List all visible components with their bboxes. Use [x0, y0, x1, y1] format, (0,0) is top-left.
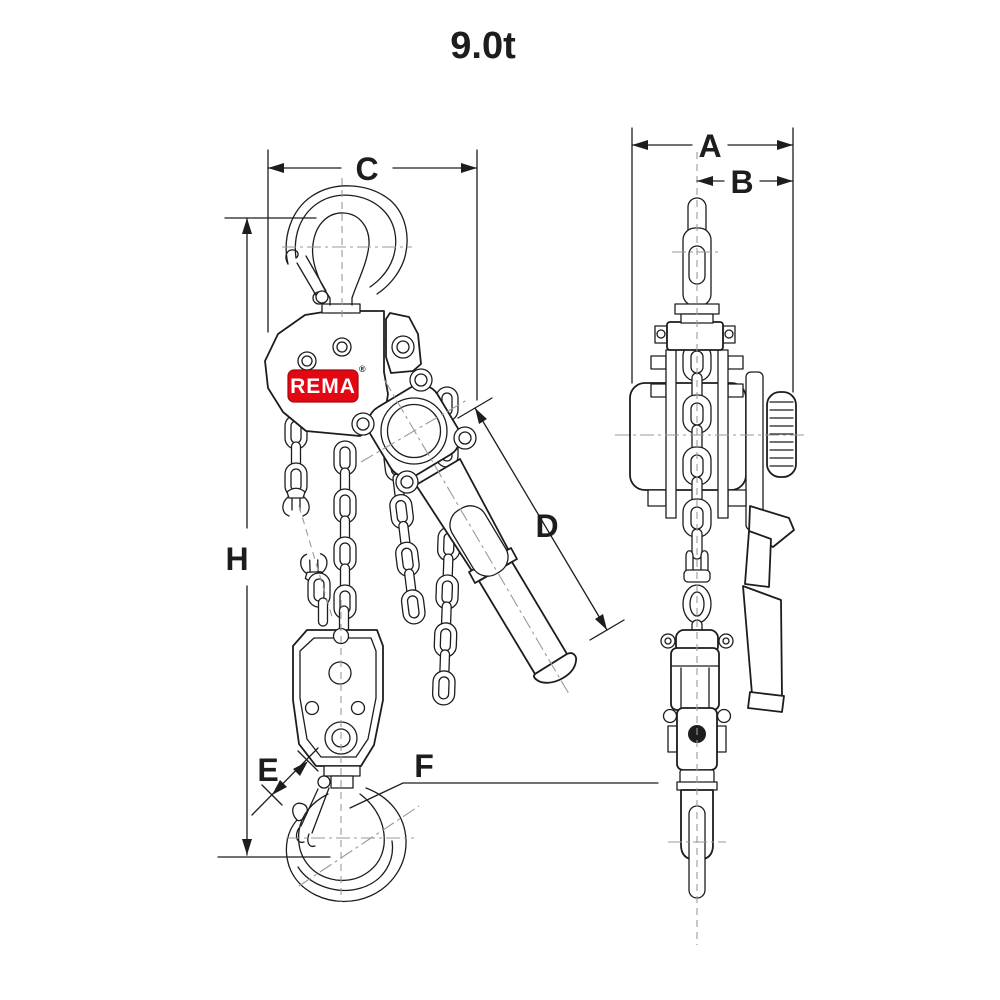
chain-strand-slack-left	[282, 414, 331, 627]
centerlines	[282, 152, 805, 945]
dimension-A: A	[631, 127, 794, 393]
dimension-C: C	[267, 149, 478, 401]
registered-mark: ®	[359, 364, 366, 374]
side-plate-left	[665, 349, 677, 519]
dimension-B: B	[696, 164, 794, 200]
side-lever	[742, 505, 795, 713]
side-brake-cover	[745, 371, 764, 531]
front-view: REMA ®	[264, 185, 578, 902]
top-hook	[285, 185, 408, 306]
top-hook-safety-latch	[296, 255, 327, 298]
capacity-title: 9.0t	[450, 25, 516, 67]
lever	[415, 458, 578, 684]
side-bottom-block	[660, 550, 734, 785]
chain-strand-fall-1	[333, 440, 357, 635]
dimension-b-label: B	[730, 164, 753, 200]
lever-grip-cap	[533, 652, 578, 684]
dimension-h-label: H	[225, 541, 248, 577]
dimension-E: E	[251, 747, 319, 816]
bottom-block	[292, 627, 384, 789]
bottom-hook-safety-latch	[300, 787, 330, 834]
brand-badge	[287, 369, 359, 403]
side-top-bracket	[666, 321, 724, 351]
dimension-d-label: D	[535, 508, 558, 544]
side-view	[629, 197, 797, 899]
rema-logo: REMA ®	[287, 364, 366, 403]
dimension-e-label: E	[257, 752, 278, 788]
dimension-a-label: A	[698, 128, 721, 164]
side-lever-grip-cap	[747, 691, 785, 713]
dimension-f-label: F	[414, 748, 434, 784]
dimension-F: F	[349, 748, 659, 809]
side-plate-right	[717, 349, 729, 519]
dimension-c-label: C	[355, 151, 378, 187]
chain-strand-free-end-lower	[431, 525, 462, 706]
dimension-H: H	[217, 217, 331, 858]
dimension-D: D	[457, 397, 625, 641]
side-lever-grip	[742, 585, 783, 698]
side-suspension	[647, 321, 747, 519]
brand-name: REMA	[290, 375, 356, 398]
lever-grip	[478, 561, 568, 675]
